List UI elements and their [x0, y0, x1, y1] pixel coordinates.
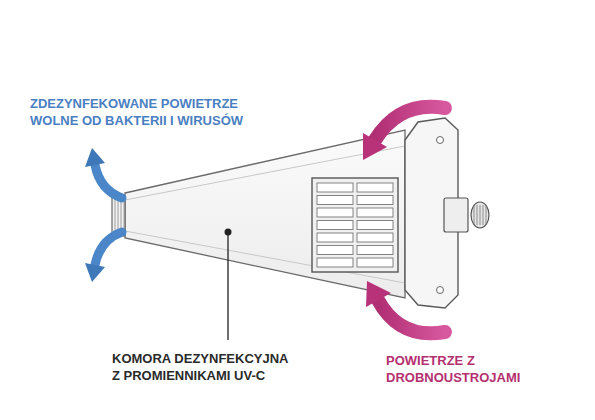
air-intake-grille [312, 178, 398, 272]
detail-stroke [115, 199, 116, 233]
arrow-head [366, 281, 391, 307]
detail-stroke [483, 205, 484, 225]
grille-slat [317, 208, 353, 217]
intake-air-label: POWIETRZE Z DROBNOUSTROJAMI [386, 352, 546, 386]
grille-slat [357, 183, 393, 192]
knob [471, 202, 489, 228]
chamber-label: KOMORA DEZYNFEKCYJNA Z PROMIENNIKAMI UV-… [112, 350, 294, 384]
grille-slat [317, 221, 353, 230]
detail-stroke [480, 205, 481, 225]
detail-stroke [118, 199, 119, 233]
arrow-head [85, 148, 105, 167]
outlet-arrow [95, 232, 122, 265]
mounting-bracket [444, 198, 468, 232]
arrow-head [363, 133, 387, 160]
grille-slat [317, 196, 353, 205]
arrow-head [85, 263, 105, 282]
detail-stroke [486, 205, 487, 225]
outlet-arrow [95, 165, 122, 198]
grille-slat [317, 183, 353, 192]
grille-slat [357, 221, 393, 230]
detail-stroke [477, 205, 478, 225]
grille-slat [357, 196, 393, 205]
intake-arrow [375, 107, 445, 140]
leader-line [227, 232, 228, 340]
grille-slat [357, 208, 393, 217]
grille-slat [317, 233, 353, 242]
grille-slat [357, 258, 393, 267]
grille-slat [357, 246, 393, 255]
intake-arrow [378, 300, 445, 333]
grille-slat [357, 233, 393, 242]
outlet-air-label: ZDEZYNFEKOWANE POWIETRZE WOLNE OD BAKTER… [30, 95, 265, 129]
grille-slat [317, 246, 353, 255]
grille-slat [317, 258, 353, 267]
disinfection-chamber [125, 130, 405, 298]
detail-stroke [474, 205, 475, 225]
